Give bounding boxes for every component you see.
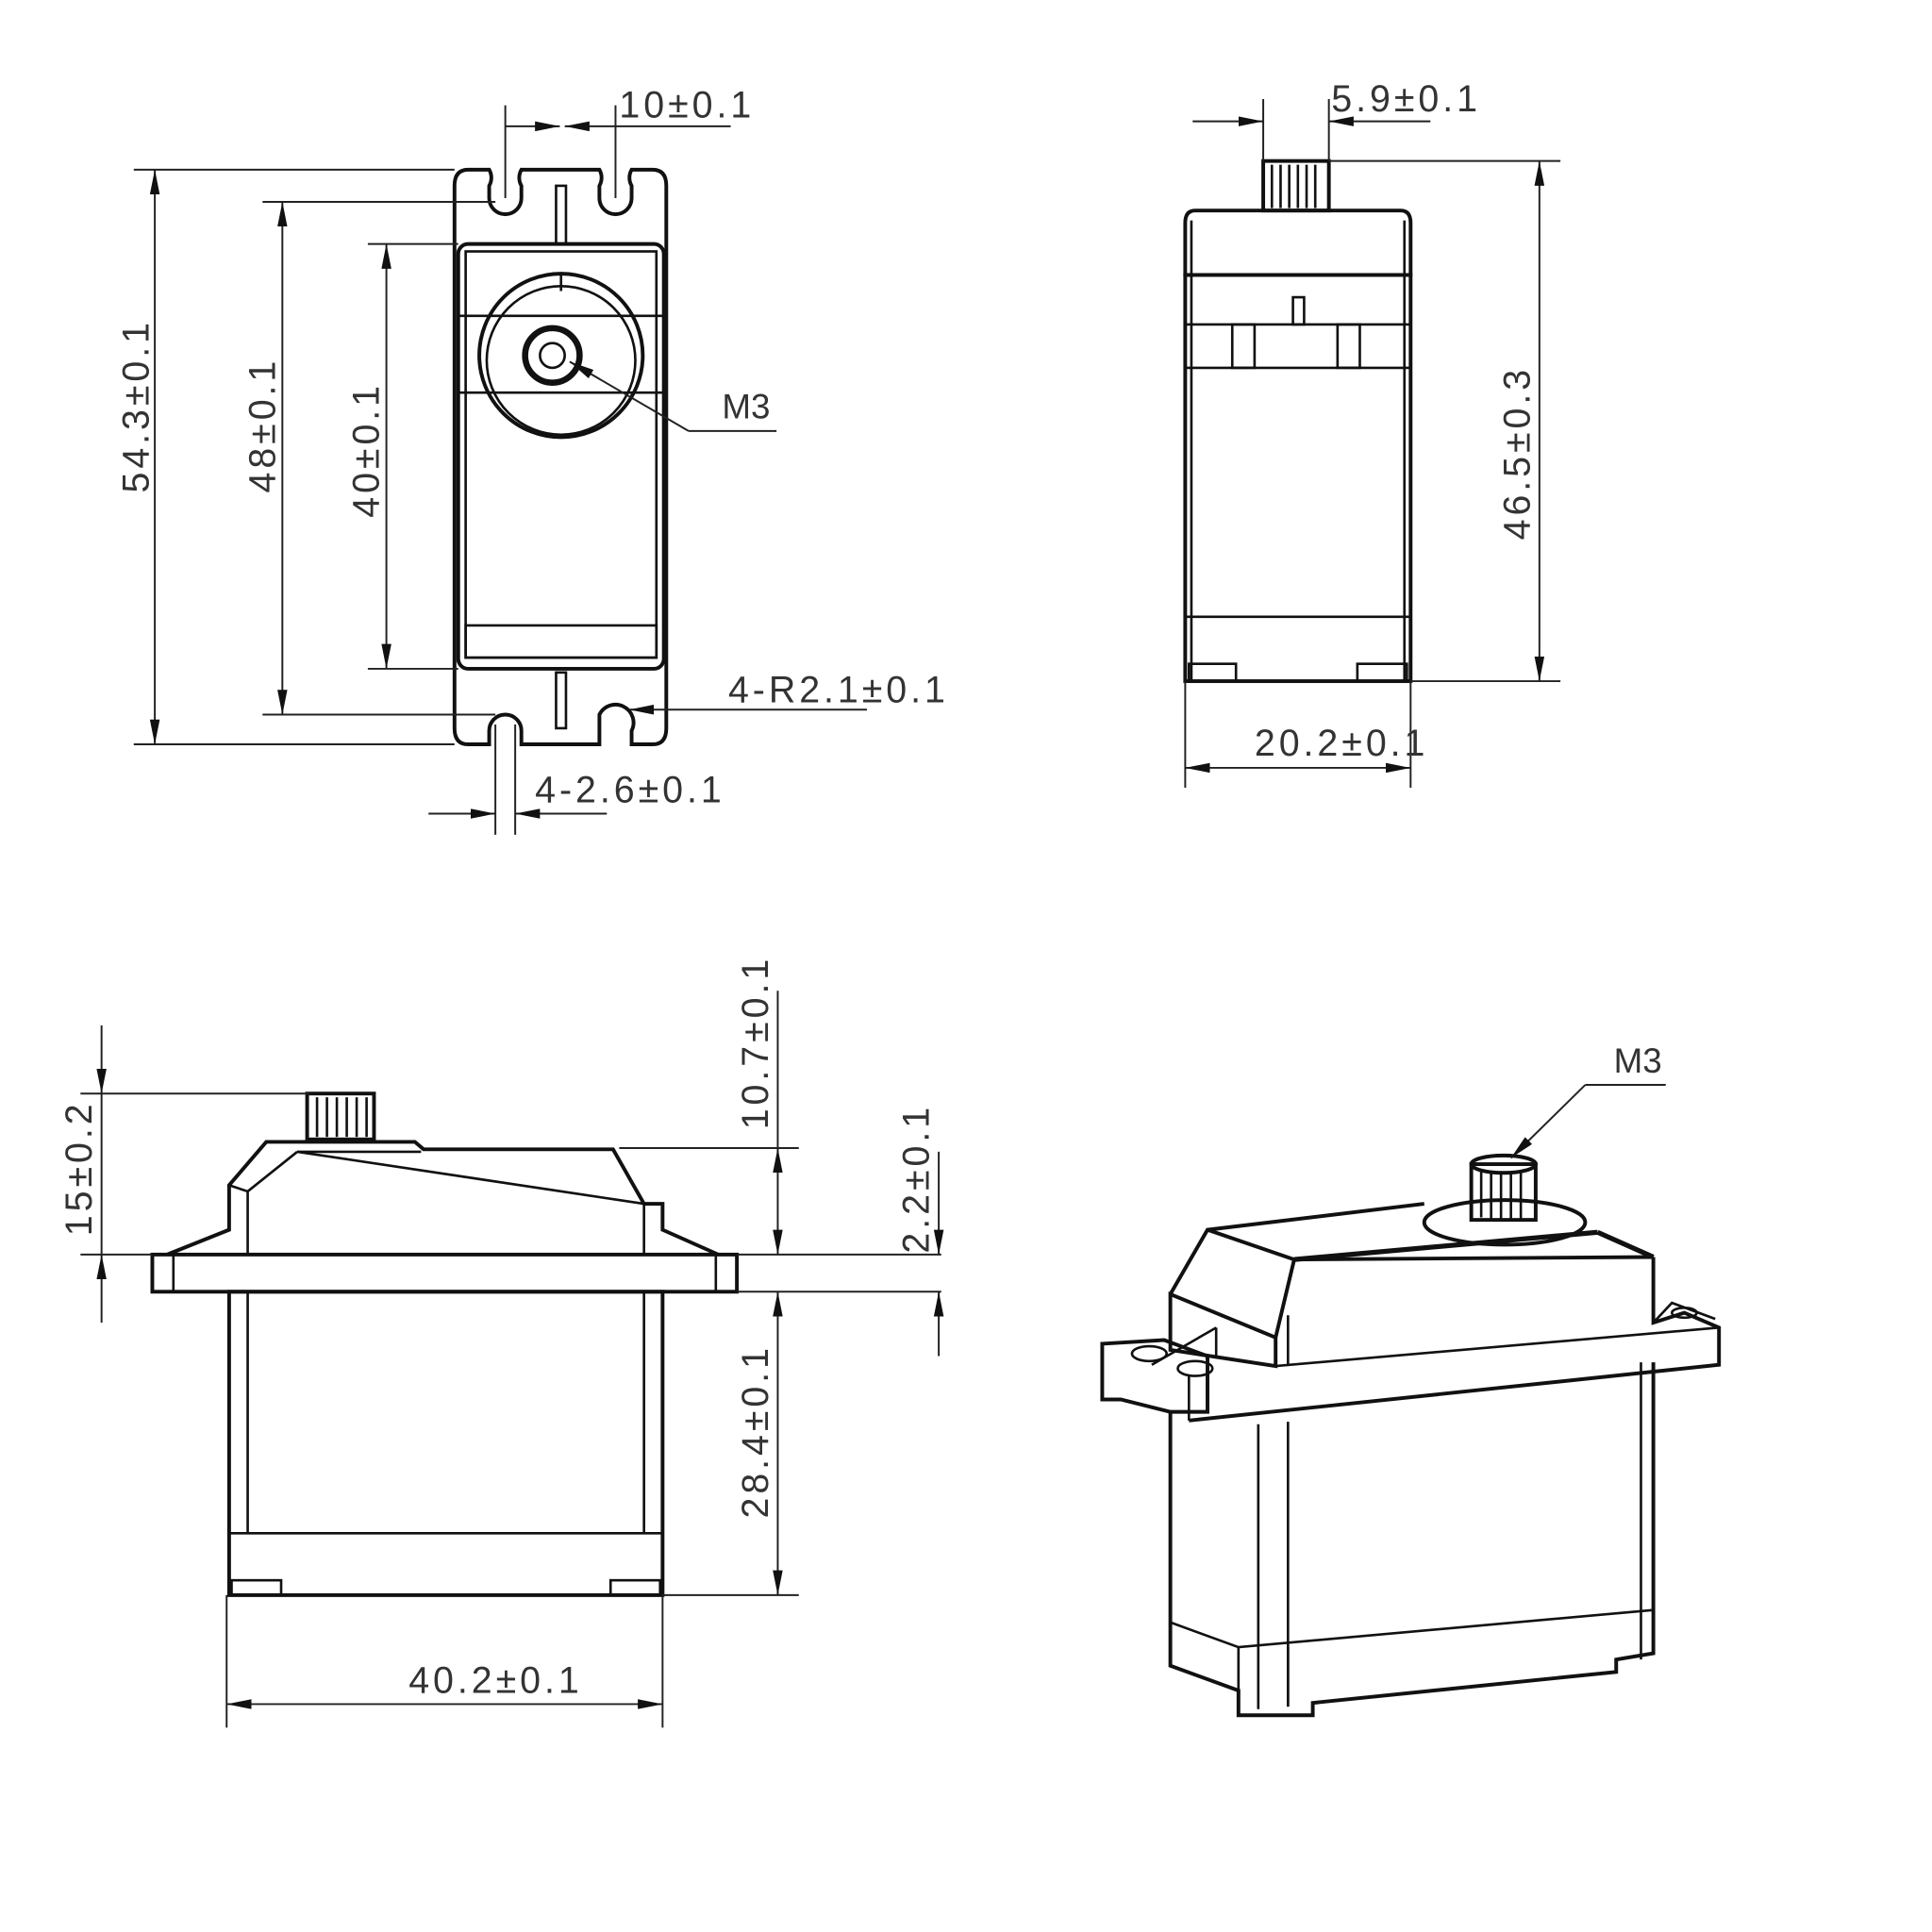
dim-top-height-label: 15±0.2 — [58, 1100, 100, 1236]
isometric-outline — [1100, 1153, 1722, 1718]
dim-width-label: 20.2±0.1 — [1255, 723, 1429, 764]
dim-overall-height: 54.3±0.1 — [116, 168, 455, 745]
dim-total-height: 46.5±0.3 — [1328, 159, 1561, 683]
dim-hole-spacing-horizontal-label: 10±0.1 — [619, 85, 755, 126]
isometric-view: M3 — [1100, 1041, 1722, 1718]
side-view-outline — [1183, 158, 1413, 684]
dim-length: 40.2±0.1 — [225, 1594, 664, 1728]
dim-width: 20.2±0.1 — [1184, 681, 1429, 788]
side-view: 5.9±0.1 46.5±0.3 20.2±0.1 — [1183, 78, 1561, 788]
dim-hole-width: 4-2.6±0.1 — [428, 724, 725, 835]
thread-label-front: M3 — [722, 388, 770, 426]
dim-spline-width-label: 5.9±0.1 — [1331, 78, 1481, 120]
dim-hole-spacing-vertical-label: 48±0.1 — [242, 358, 283, 493]
front-view: 54.3±0.1 48±0.1 40±0.1 10±0.1 — [116, 85, 949, 835]
dim-hole-width-label: 4-2.6±0.1 — [535, 770, 725, 811]
elevation-view-outline — [150, 1091, 740, 1597]
dim-spline-width: 5.9±0.1 — [1192, 78, 1481, 161]
dim-length-label: 40.2±0.1 — [408, 1660, 583, 1702]
dim-flange-to-top: 10.7±0.1 — [619, 956, 941, 1256]
dim-body-height-label: 40±0.1 — [346, 382, 388, 518]
dim-hole-radius: 4-R2.1±0.1 — [628, 669, 949, 715]
dim-top-height: 15±0.2 — [58, 1025, 310, 1324]
dim-total-height-label: 46.5±0.3 — [1496, 366, 1538, 541]
dim-body-height: 40±0.1 — [346, 242, 458, 670]
dim-lower-body: 28.4±0.1 — [662, 1291, 799, 1596]
dim-overall-height-label: 54.3±0.1 — [116, 319, 158, 493]
elevation-view: 15±0.2 10.7±0.1 2.2±0.1 28.4±0.1 40.2±0.… — [58, 956, 944, 1728]
thread-callout-front: M3 — [569, 360, 777, 432]
dim-hole-spacing-vertical: 48±0.1 — [242, 201, 496, 716]
dim-hole-radius-label: 4-R2.1±0.1 — [728, 669, 949, 710]
thread-callout-iso: M3 — [1509, 1041, 1666, 1159]
thread-label-iso: M3 — [1614, 1041, 1662, 1080]
front-view-outline — [452, 167, 669, 746]
dim-hole-spacing-horizontal: 10±0.1 — [504, 85, 755, 199]
dim-flange-to-top-label: 10.7±0.1 — [735, 956, 776, 1130]
dim-lower-body-label: 28.4±0.1 — [735, 1344, 776, 1519]
dim-flange-thickness-label: 2.2±0.1 — [896, 1104, 938, 1254]
dim-flange-thickness: 2.2±0.1 — [737, 1104, 944, 1357]
